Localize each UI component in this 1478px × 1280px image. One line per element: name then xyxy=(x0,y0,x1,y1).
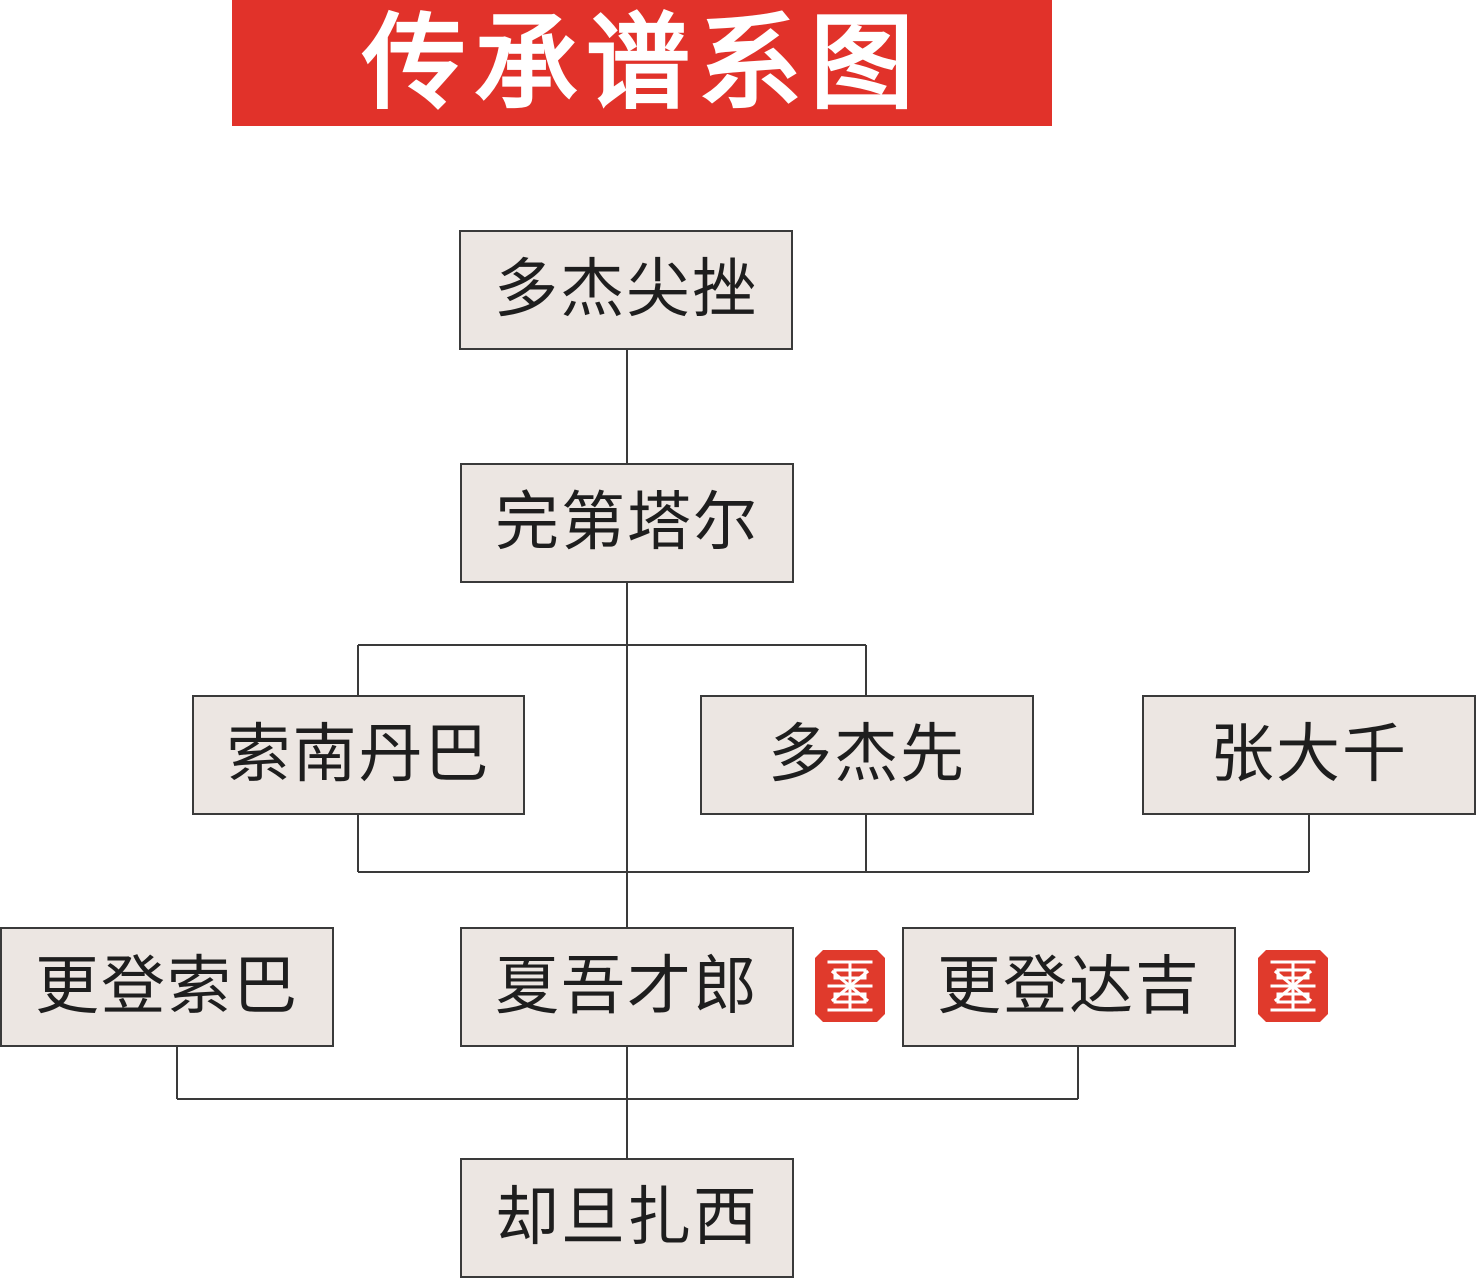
red-seal-icon xyxy=(815,950,885,1022)
node-zhang-daqian: 张大千 xyxy=(1142,695,1476,815)
node-suonan-danba: 索南丹巴 xyxy=(192,695,525,815)
node-quedan-zhaxi: 却旦扎西 xyxy=(460,1158,794,1278)
title-banner: 传承谱系图 xyxy=(232,0,1052,126)
node-duojie-jiancuo: 多杰尖挫 xyxy=(459,230,793,350)
diagram-title: 传承谱系图 xyxy=(361,2,922,124)
node-xiawu-cailang: 夏吾才郎 xyxy=(460,927,794,1047)
node-duojie-xian: 多杰先 xyxy=(700,695,1034,815)
node-gengdeng-suoba: 更登索巴 xyxy=(0,927,334,1047)
node-gengdeng-daji: 更登达吉 xyxy=(902,927,1236,1047)
node-wandi-taer: 完第塔尔 xyxy=(460,463,794,583)
red-seal-icon xyxy=(1258,950,1328,1022)
